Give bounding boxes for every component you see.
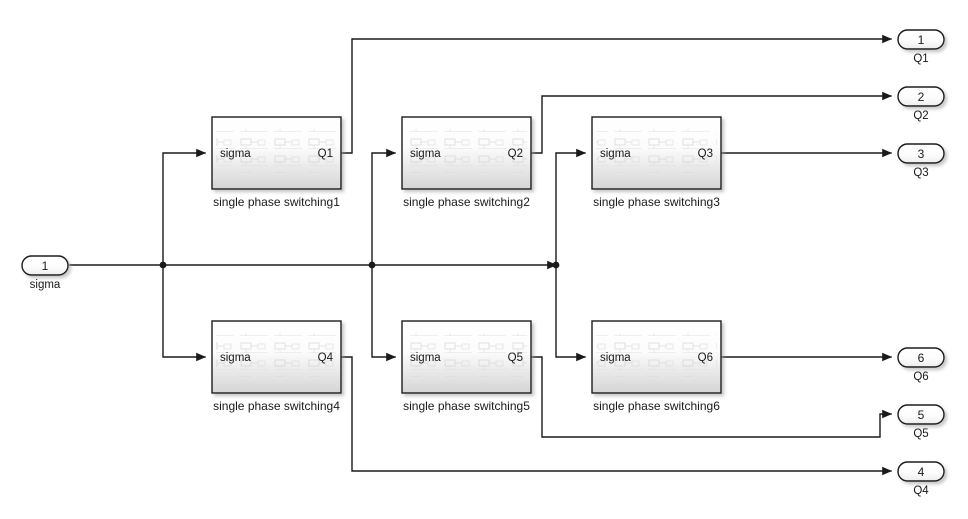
output-port-number: 5: [918, 408, 925, 422]
output-port-label: Q4: [913, 485, 929, 497]
output-port-body: [897, 86, 945, 107]
signal-line[interactable]: [162, 148, 206, 266]
output-port-body: [897, 143, 945, 164]
subsystem-block[interactable]: sigma Q2: [401, 116, 532, 190]
subsystem-block[interactable]: sigma Q3: [591, 116, 722, 190]
block-input-port-label: sigma: [220, 148, 251, 160]
output-port-label: Q6: [913, 371, 929, 383]
output-port-body: [897, 461, 945, 482]
signal-line[interactable]: [340, 34, 892, 154]
signal-lines: [69, 34, 892, 476]
signal-line[interactable]: [340, 356, 892, 476]
output-port-label: Q3: [913, 167, 929, 179]
signal-line[interactable]: [371, 264, 396, 362]
output-port-number: 1: [918, 33, 925, 47]
input-port[interactable]: 1: [21, 255, 69, 276]
subsystem-block[interactable]: sigma Q5: [401, 320, 532, 394]
block-input-port-label: sigma: [600, 148, 631, 160]
block-output-port-label: Q5: [508, 352, 523, 364]
block-output-port-label: Q1: [318, 148, 333, 160]
output-port[interactable]: 3: [897, 143, 945, 164]
signal-line[interactable]: [530, 356, 892, 438]
subsystem-block[interactable]: sigma Q6: [591, 320, 722, 394]
block-input-port-label: sigma: [220, 352, 251, 364]
output-port-number: 2: [918, 90, 925, 104]
block-output-port-label: Q6: [698, 352, 713, 364]
block-watermark: [406, 333, 527, 377]
output-port-label: Q5: [913, 428, 929, 440]
block-input-port-label: sigma: [410, 148, 441, 160]
block-output-port-label: Q4: [318, 352, 334, 364]
block-output-port-label: Q3: [698, 148, 713, 160]
block-name-label: single phase switching1: [213, 195, 340, 209]
output-port-label: Q1: [913, 53, 929, 65]
signal-junctions: [159, 261, 560, 269]
block-input-port-label: sigma: [600, 352, 631, 364]
junction-dot[interactable]: [159, 261, 167, 269]
output-port-number: 3: [918, 147, 925, 161]
output-port-body: [897, 347, 945, 368]
output-port[interactable]: 2: [897, 86, 945, 107]
signal-line[interactable]: [371, 148, 396, 266]
output-port-number: 4: [918, 465, 925, 479]
subsystem-block[interactable]: sigma Q1: [211, 116, 342, 190]
block-watermark: [406, 129, 527, 173]
block-name-label: single phase switching5: [403, 399, 530, 413]
signal-line[interactable]: [162, 264, 206, 362]
block-output-port-label: Q2: [508, 148, 523, 160]
block-name-label: single phase switching2: [403, 195, 530, 209]
output-port-number: 6: [918, 351, 925, 365]
output-port[interactable]: 4: [897, 461, 945, 482]
output-port[interactable]: 6: [897, 347, 945, 368]
block-watermark: [216, 333, 337, 377]
output-port-label: Q2: [913, 110, 929, 122]
junction-dot[interactable]: [552, 261, 560, 269]
block-name-label: single phase switching3: [593, 195, 720, 209]
signal-line[interactable]: [555, 264, 586, 362]
block-input-port-label: sigma: [410, 352, 441, 364]
input-port-number: 1: [42, 259, 49, 273]
output-port-body: [897, 29, 945, 50]
block-watermark: [596, 333, 717, 377]
block-watermark: [216, 129, 337, 173]
input-port-body: [21, 255, 69, 276]
block-name-label: single phase switching4: [213, 399, 340, 413]
signal-line[interactable]: [530, 91, 892, 154]
port-shapes: 1 1 2 3 6 5 4: [21, 29, 945, 482]
output-port-body: [897, 404, 945, 425]
output-port[interactable]: 1: [897, 29, 945, 50]
output-port[interactable]: 5: [897, 404, 945, 425]
subsystem-block[interactable]: sigma Q4: [211, 320, 342, 394]
block-name-label: single phase switching6: [593, 399, 720, 413]
signal-line[interactable]: [555, 148, 586, 266]
junction-dot[interactable]: [368, 261, 376, 269]
input-port-label: sigma: [29, 279, 61, 291]
block-watermark: [596, 129, 717, 173]
